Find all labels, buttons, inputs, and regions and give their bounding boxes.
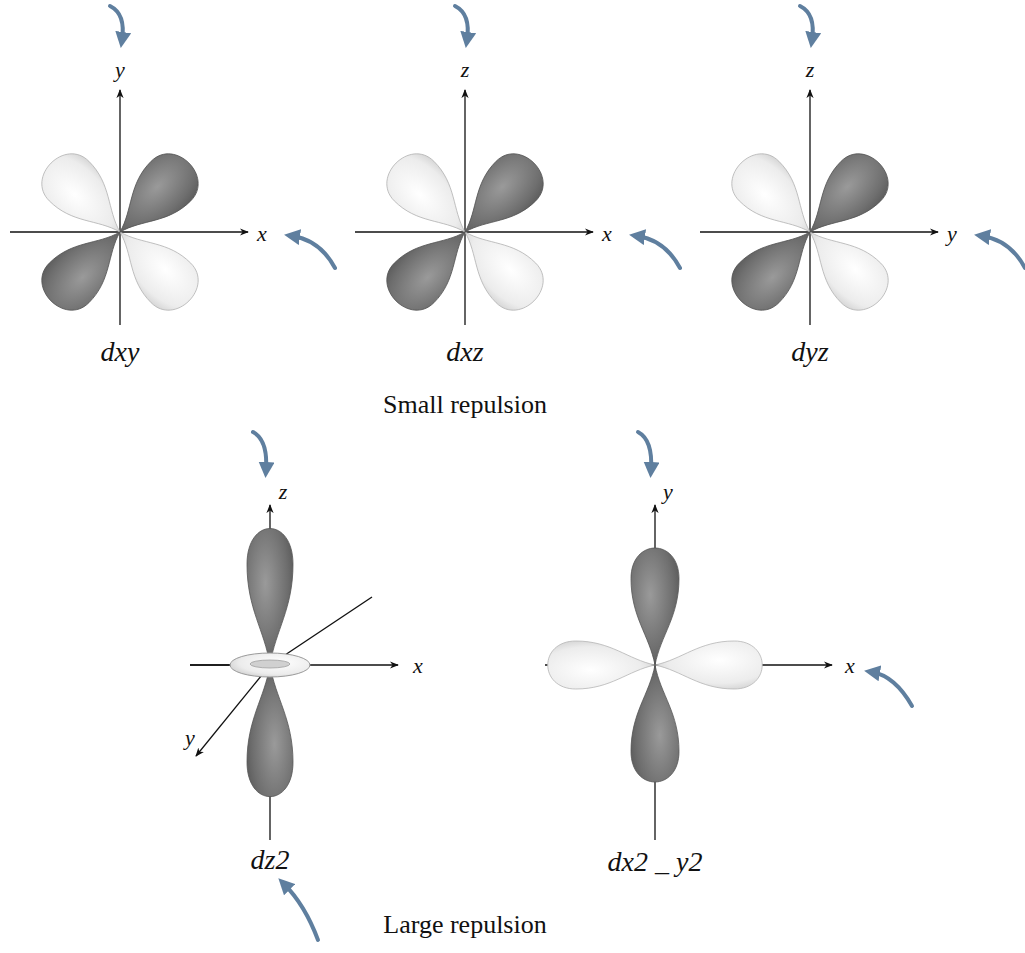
orbital-lobe: [376, 212, 485, 321]
orbital-name: dx2 _ y2: [608, 848, 703, 876]
axis-line: [355, 231, 593, 232]
orbital-lobe: [100, 212, 209, 321]
orbital-lobe: [445, 212, 554, 321]
orbital-lobe: [631, 665, 679, 782]
approach-arrow: [284, 884, 318, 940]
approach-arrow: [292, 236, 335, 268]
approach-arrow: [637, 236, 680, 268]
torus-hole: [250, 660, 290, 668]
orbital-name: dxz: [446, 338, 483, 366]
orbital-lobe: [631, 548, 679, 665]
orbital-name: dxy: [101, 338, 140, 366]
axis-line: [700, 231, 938, 232]
approach-arrow: [800, 6, 813, 40]
torus-ring: [230, 653, 310, 677]
axis-line: [809, 90, 810, 325]
orbital-figures: [10, 6, 1025, 940]
approach-arrow: [982, 236, 1025, 268]
axis-label: x: [602, 223, 612, 245]
orbital-lobe: [721, 212, 830, 321]
axis-line: [10, 231, 248, 232]
approach-arrow: [638, 432, 651, 470]
orbital-name: dyz: [791, 338, 828, 366]
axis-label: y: [947, 223, 957, 245]
axis-label: y: [115, 59, 125, 81]
orbital-lobe: [790, 212, 899, 321]
axis-label: z: [806, 59, 815, 81]
approach-arrow: [110, 6, 123, 40]
axis-label: x: [257, 223, 267, 245]
axis-label: y: [185, 727, 195, 749]
repulsion-caption: Large repulsion: [383, 912, 546, 938]
axis-label: z: [279, 481, 288, 503]
orbital-lobe: [548, 641, 655, 689]
axis-label: x: [845, 655, 855, 677]
axis-label: x: [413, 655, 423, 677]
repulsion-caption: Small repulsion: [383, 392, 547, 418]
orbital-lobe: [247, 529, 293, 666]
orbital-name: dz2: [251, 846, 290, 874]
axis-label: y: [663, 481, 673, 503]
orbital-lobe: [247, 665, 293, 797]
orbital-lobe: [31, 212, 140, 321]
approach-arrow: [253, 432, 266, 470]
approach-arrow: [455, 6, 468, 40]
axis-line: [464, 90, 465, 325]
axis-line: [119, 90, 120, 325]
orbital-lobe: [655, 641, 762, 689]
axis-label: z: [461, 59, 470, 81]
approach-arrow: [872, 672, 912, 706]
